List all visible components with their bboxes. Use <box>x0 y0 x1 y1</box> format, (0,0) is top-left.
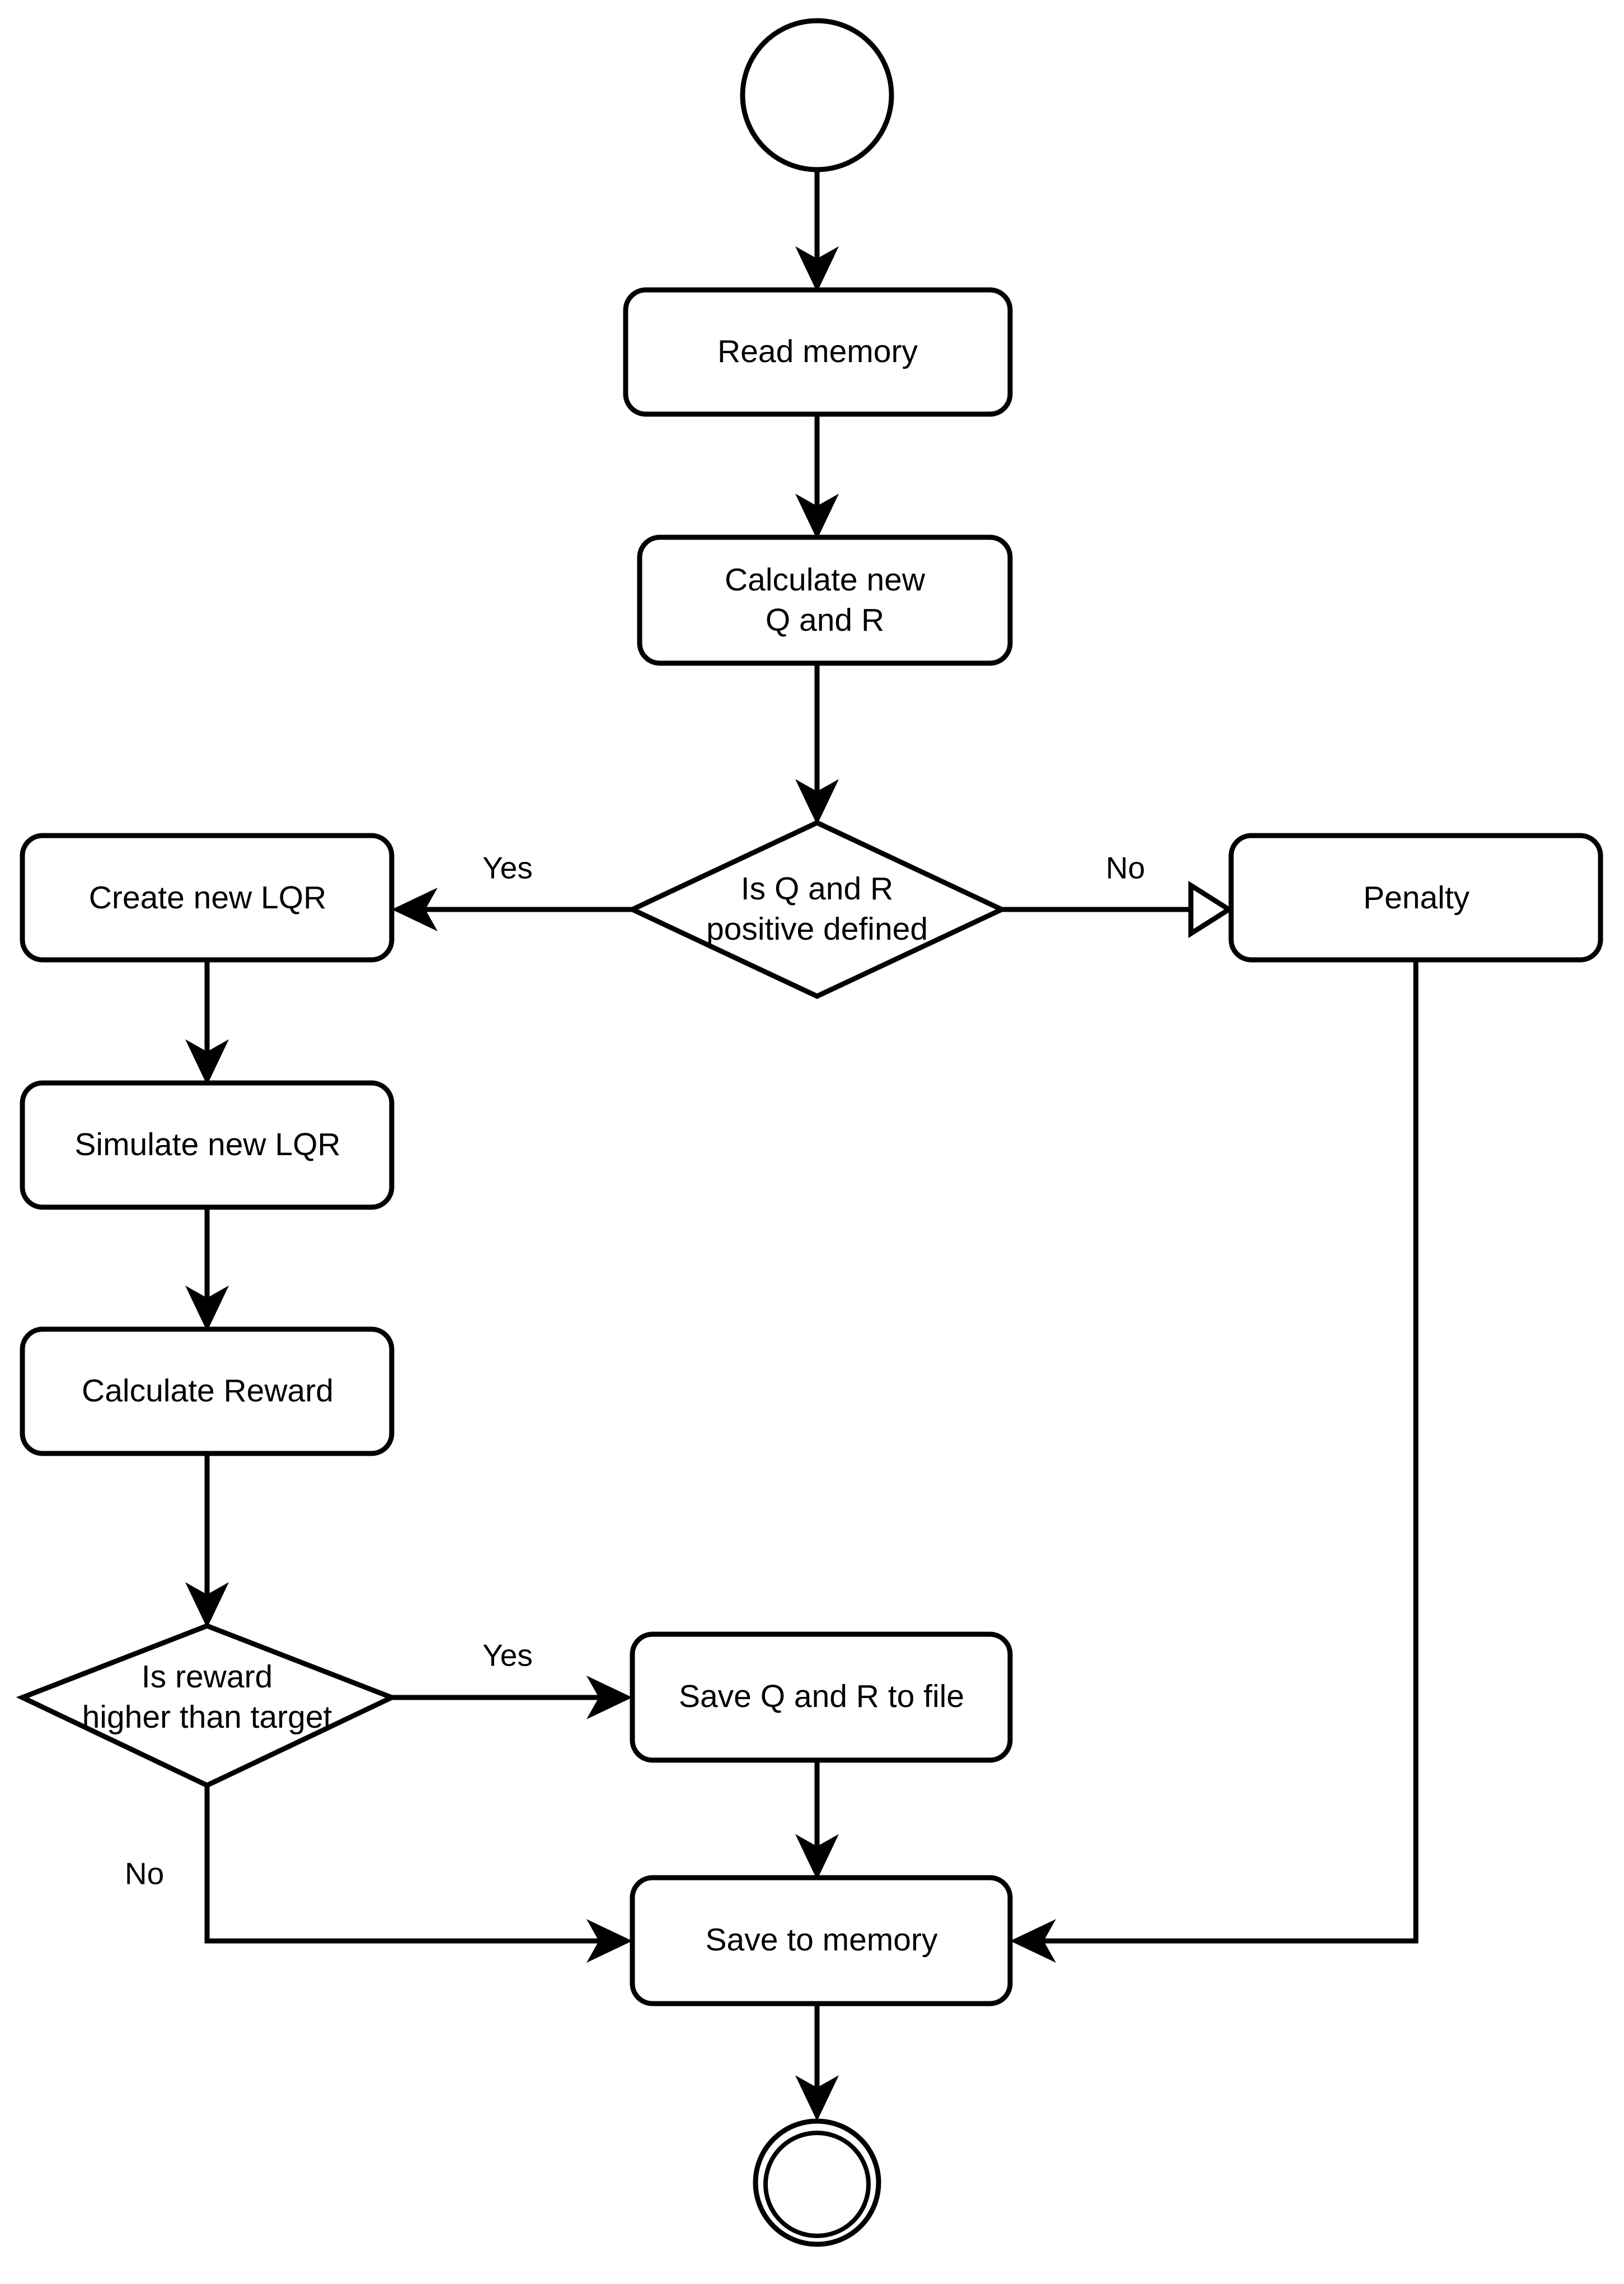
edge-label-decision-qr-yes: Yes <box>482 851 533 885</box>
node-save-to-file[interactable]: Save Q and R to file <box>630 1631 1013 1763</box>
edge-save-file-to-save-memory <box>795 1760 839 1880</box>
edge-simulate-lqr-to-calculate-reward <box>185 1206 229 1331</box>
calculate-qr-box[interactable] <box>637 534 1013 666</box>
edge-label-decision-reward-no: No <box>125 1856 164 1891</box>
calculate-qr-label-line2: Q and R <box>766 602 884 638</box>
save-to-file-label: Save Q and R to file <box>679 1678 964 1714</box>
edge-read-memory-to-calculate-qr <box>795 414 839 540</box>
edge-start-to-read-memory <box>795 170 839 292</box>
simulate-lqr-box[interactable] <box>20 1080 395 1210</box>
decision-reward-diamond[interactable] <box>16 1623 398 1788</box>
edge-decision-qr-no-to-penalty <box>1002 880 1234 939</box>
end-circle-inner <box>763 2131 871 2238</box>
edge-calculate-reward-to-decision-reward <box>185 1452 229 1628</box>
decision-reward-label-line2: higher than target <box>82 1699 332 1735</box>
simulate-lqr-label: Simulate new LQR <box>74 1127 340 1162</box>
read-memory-label: Read memory <box>717 334 918 369</box>
node-penalty[interactable]: Penalty <box>1228 833 1603 963</box>
decision-qr-label-line2: positive defined <box>706 911 928 947</box>
node-end[interactable] <box>753 2118 881 2247</box>
calculate-reward-label: Calculate Reward <box>82 1373 334 1409</box>
start-circle[interactable] <box>740 18 894 172</box>
save-to-memory-label: Save to memory <box>706 1922 938 1958</box>
create-lqr-box[interactable] <box>20 833 395 963</box>
edge-label-decision-reward-yes: Yes <box>482 1638 533 1673</box>
edge-create-lqr-to-simulate-lqr <box>185 960 229 1085</box>
edge-decision-reward-yes-to-save-file <box>392 1676 632 1719</box>
edge-calculate-qr-to-decision-qr <box>795 663 839 825</box>
edge-penalty-to-save-memory <box>1010 960 1419 1963</box>
node-decision-reward[interactable]: Is reward higher than target <box>16 1623 398 1788</box>
create-lqr-label: Create new LQR <box>89 880 327 916</box>
edge-label-decision-qr-no: No <box>1106 851 1145 885</box>
edge-decision-reward-no-to-save-memory <box>204 1785 632 1963</box>
calculate-reward-box[interactable] <box>20 1326 395 1456</box>
save-to-memory-box[interactable] <box>630 1875 1013 2006</box>
node-decision-qr[interactable]: Is Q and R positive defined <box>626 820 1008 999</box>
penalty-label: Penalty <box>1363 880 1470 916</box>
node-simulate-lqr[interactable]: Simulate new LQR <box>20 1080 395 1210</box>
node-calculate-reward[interactable]: Calculate Reward <box>20 1326 395 1456</box>
edge-decision-qr-yes-to-create-lqr <box>392 888 632 931</box>
save-to-file-box[interactable] <box>630 1631 1013 1763</box>
decision-qr-diamond[interactable] <box>626 820 1008 999</box>
node-create-lqr[interactable]: Create new LQR <box>20 833 395 963</box>
decision-qr-label-line1: Is Q and R <box>741 871 893 907</box>
decision-reward-label-line1: Is reward <box>142 1659 273 1695</box>
calculate-qr-label-line1: Calculate new <box>725 562 926 598</box>
node-read-memory[interactable]: Read memory <box>623 287 1013 417</box>
read-memory-box[interactable] <box>623 287 1013 417</box>
edge-save-memory-to-end <box>795 2004 839 2121</box>
node-calculate-qr[interactable]: Calculate new Q and R <box>637 534 1013 666</box>
node-save-to-memory[interactable]: Save to memory <box>630 1875 1013 2006</box>
node-start[interactable] <box>740 18 894 172</box>
penalty-box[interactable] <box>1228 833 1603 963</box>
